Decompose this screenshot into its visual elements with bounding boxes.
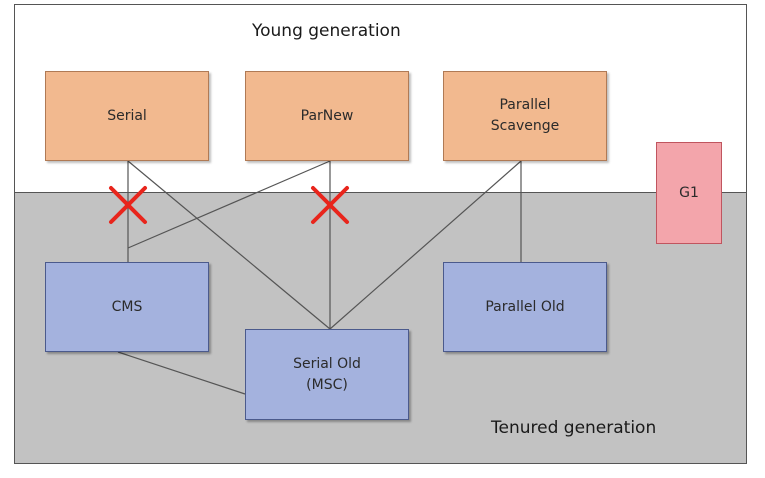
young-generation-label: Young generation <box>252 21 401 41</box>
parnew-collector-box: ParNew <box>245 71 409 161</box>
serial-collector-box: Serial <box>45 71 209 161</box>
cms-collector-box: CMS <box>45 262 209 352</box>
tenured-generation-label: Tenured generation <box>491 418 657 438</box>
g1-collector-box: G1 <box>656 142 722 244</box>
parallel-scavenge-collector-box: Parallel Scavenge <box>443 71 607 161</box>
serial-old-collector-box: Serial Old (MSC) <box>245 329 409 420</box>
parallel-old-collector-box: Parallel Old <box>443 262 607 352</box>
